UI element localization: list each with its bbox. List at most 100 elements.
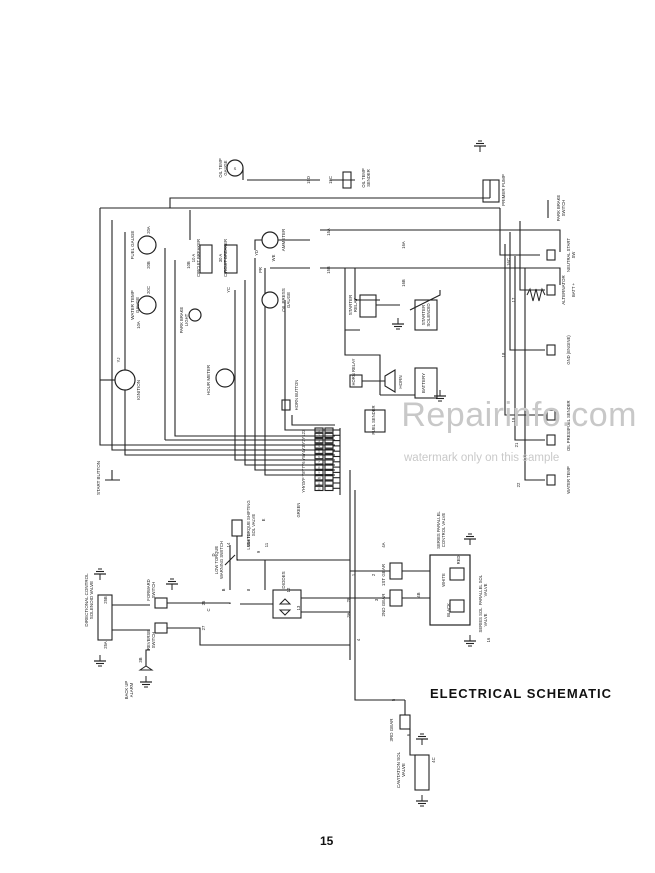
wire-label: D: [211, 553, 216, 556]
ignition-symbol: [114, 369, 136, 391]
terminal-block-pin: [324, 443, 334, 449]
component-label-park-brake-light: PARK BRAKE: [179, 307, 184, 334]
connector: [546, 344, 556, 356]
wire-label: 28: [346, 597, 351, 602]
diode-pair: [278, 598, 292, 616]
component-label-low-torque-shifting-sol-valve: SOL VALVE: [251, 514, 256, 536]
wire-label: 19: [511, 417, 516, 422]
terminal-block-label: 1: [318, 428, 320, 432]
terminal-block-pin: [324, 427, 334, 433]
wire-label: 13: [296, 605, 301, 610]
component-label-oil-temp-sender: SENDER: [366, 169, 371, 186]
wire-label: RED: [456, 556, 461, 565]
component-label-series-parallel-control-valve: CONTROL VALVE: [441, 513, 446, 548]
wire: [291, 415, 335, 426]
wire-label: 3A: [346, 612, 351, 617]
wire-label: YD: [254, 250, 259, 256]
wire-label: Y6: [301, 461, 306, 467]
ground-symbol: [140, 676, 152, 688]
gear-2-symbol: [389, 589, 403, 607]
wire: [254, 239, 310, 250]
ground-symbol: [94, 568, 106, 580]
component-label-low-torque-warning-switch: WARNING SWITCH: [219, 541, 224, 579]
wire: [254, 258, 335, 471]
terminal-block-pin: [314, 475, 324, 481]
terminal-block-label: 5: [318, 450, 320, 454]
wire-label: 4: [356, 638, 361, 641]
connector: [546, 474, 556, 486]
connector: [546, 284, 556, 296]
wire-label: 16A: [401, 241, 406, 249]
wire-label: WE: [271, 254, 276, 261]
wire-label: 16B: [401, 279, 406, 287]
diodes-symbol: [272, 589, 302, 619]
alternator-symbol: [526, 287, 546, 302]
component-label-cavitation-sol-valve: CAVITATION SOL: [396, 751, 401, 788]
component-label-parallel-sol-valve: PARALLEL SOL: [478, 574, 483, 605]
component-label-start-button: START BUTTON: [96, 461, 101, 495]
circuit-breaker-10a: [199, 244, 213, 274]
terminal-block-pin: [314, 438, 324, 444]
component-label-water-temp-gauge: GAUGE: [135, 297, 140, 313]
wire-label: Y5: [301, 455, 306, 461]
wire-label: Y1: [301, 434, 306, 440]
terminal-block-pin: [314, 448, 324, 454]
components: [94, 140, 556, 807]
component-label-forward-switch: SWITCH: [151, 582, 156, 599]
component-label-starter-relay: STARTER: [348, 294, 353, 315]
forward-switch-symbol: [154, 597, 168, 609]
fuel-gauge-symbol: [137, 235, 157, 255]
terminal-block-pin: [314, 469, 324, 476]
terminal-block-label: 9: [318, 471, 320, 475]
component-label-neutral-start-sw: NEUTRAL START: [566, 238, 571, 272]
reverse-switch-symbol: [154, 622, 168, 634]
terminal-block-pin: [324, 475, 334, 481]
component-label-reverse-switch: REVERSE: [146, 630, 151, 650]
wire-label: 9: [256, 550, 261, 553]
wire: [330, 267, 360, 331]
wire-label: YJ: [116, 358, 121, 363]
component-label-fuel-sender-2: FUEL SENDER: [566, 400, 571, 429]
wire-label: 15B: [326, 266, 331, 274]
wire-label: 20B: [146, 261, 151, 269]
component-label-forward-switch: FORWARD: [146, 579, 151, 600]
wire-label: GREEN: [296, 503, 301, 518]
component-label-circuit-breaker-1: CIRCUIT BREAKER: [196, 239, 201, 277]
wire: [264, 268, 335, 476]
wire: [320, 267, 561, 285]
terminal-block-label: 8: [318, 465, 320, 469]
component-label-gear-3: 3RD GEAR: [389, 718, 394, 742]
ground-symbol: [416, 795, 428, 807]
component-label-fuel-gauge: FUEL GAUGE: [130, 231, 135, 260]
terminal-block-pin: [314, 459, 324, 465]
terminal-block-pin: [324, 480, 334, 486]
primer-pump-symbol: [482, 179, 500, 203]
parallel-sol-valve-symbol: [449, 567, 465, 581]
component-label-fuel-sender: FUEL SENDER: [371, 405, 376, 434]
wire-label: YF: [301, 477, 306, 483]
component-label-oil-press-gauge: GAUGE: [286, 292, 291, 308]
wire: [402, 570, 430, 599]
terminal-block-label: 4: [318, 444, 320, 448]
wire: [112, 604, 150, 631]
wire-label: 25B: [103, 596, 108, 604]
terminal-block-pin: [324, 485, 334, 492]
horn-relay-symbol: [349, 374, 363, 388]
fuel-sender-symbol: [364, 409, 386, 433]
wire-label: B: [221, 588, 226, 591]
gear-1-symbol: [389, 562, 403, 580]
oil-temp-gauge-symbol: [226, 159, 244, 177]
ground-symbol: [416, 733, 428, 745]
horn-symbol: [384, 369, 396, 393]
component-label-back-up-alarm: ALARM: [129, 682, 134, 697]
component-label-oil-temp-gauge: GAUGE: [223, 160, 228, 175]
ground-symbol: [474, 140, 486, 152]
wire: [224, 545, 236, 590]
wire-label: 20C: [146, 286, 151, 294]
wire-label: 7: [236, 558, 241, 561]
wire-label: 15A: [326, 228, 331, 236]
wire-label: 15C: [328, 176, 333, 184]
component-label-series-sol-valve: VALVE: [483, 613, 488, 626]
hour-meter-symbol: [215, 368, 235, 388]
wire-label: YC: [226, 287, 231, 293]
